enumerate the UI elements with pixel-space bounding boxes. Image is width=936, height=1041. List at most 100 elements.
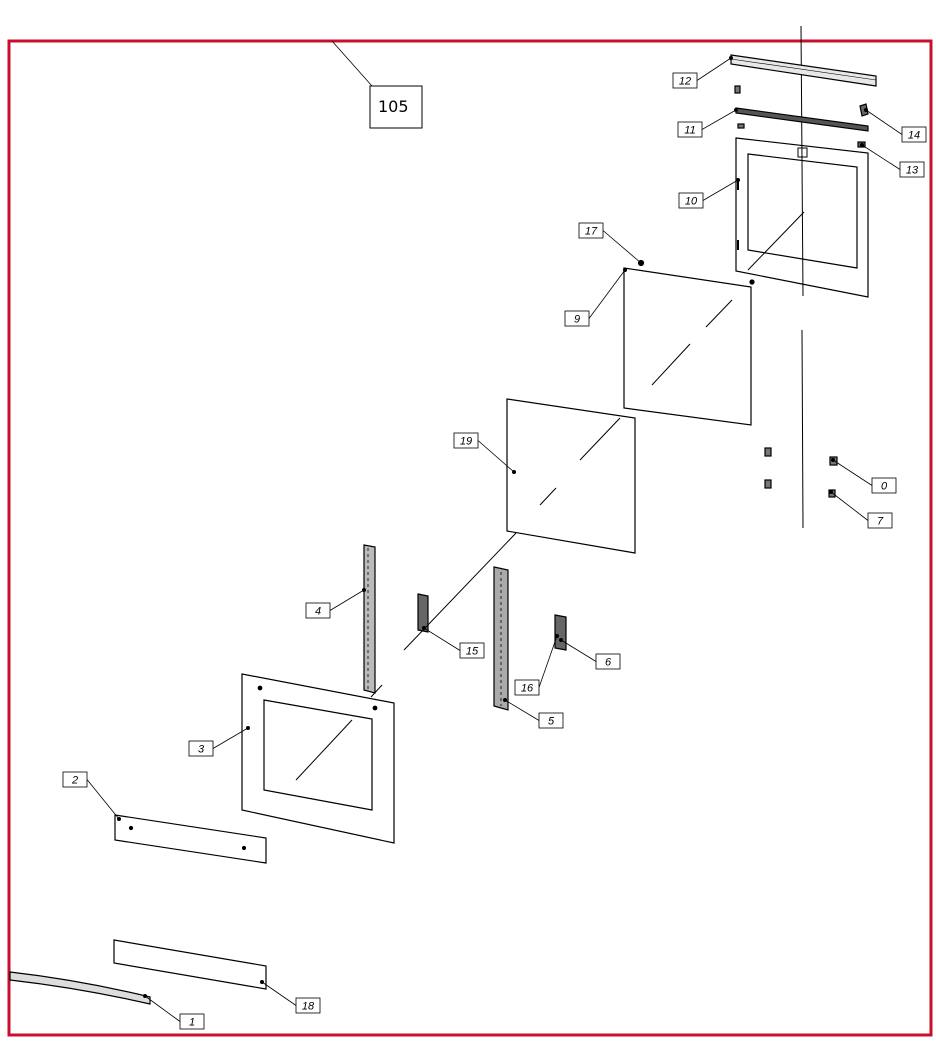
callout-leader	[588, 269, 626, 319]
part-18-bottom-panel	[113, 939, 267, 990]
callout-label: 0	[881, 481, 888, 493]
callout-box	[459, 642, 485, 659]
callout-1: 1	[142, 994, 205, 1030]
callout-arrowhead	[117, 817, 122, 822]
part-10-inner-frame	[735, 137, 869, 298]
part-2-trim-strip	[114, 814, 267, 864]
callout-arrowhead	[829, 489, 834, 494]
centerline-c	[579, 417, 621, 461]
callout-box	[538, 712, 564, 729]
callout-leader	[560, 639, 597, 662]
callout-label: 1	[189, 1017, 195, 1029]
callout-leader	[830, 491, 869, 521]
callout-label: 13	[906, 165, 919, 177]
callout-label: 2	[71, 775, 78, 787]
callout-arrowhead	[502, 698, 507, 703]
centerline-e	[705, 299, 733, 328]
group-code-text: 105	[378, 97, 409, 116]
callout-arrowhead	[512, 469, 517, 474]
callout-arrowhead	[639, 260, 644, 265]
diagram-frame	[7, 39, 933, 1037]
callout-5: 5	[502, 698, 564, 729]
callout-leader	[861, 144, 901, 170]
group-code-callout: 105	[331, 40, 423, 129]
part-12-top-rail	[730, 54, 877, 87]
centerline-a	[403, 532, 517, 651]
callout-leader	[602, 230, 642, 264]
callout-leader	[832, 459, 873, 486]
callout-leader	[504, 699, 540, 721]
assembly-centerline	[370, 684, 383, 698]
callout-box	[871, 477, 897, 494]
callout-box	[188, 740, 214, 757]
part-4-side-rail	[363, 544, 376, 694]
callout-label: 12	[679, 76, 691, 88]
callout-box	[901, 126, 927, 143]
callout-label: 10	[685, 196, 698, 208]
callout-arrowhead	[421, 626, 426, 631]
callout-leader	[538, 635, 558, 688]
callout-16: 16	[514, 634, 560, 696]
part-small-clip-a	[734, 85, 741, 94]
callout-18: 18	[259, 980, 321, 1014]
callout-box	[564, 310, 590, 327]
callout-label: 11	[684, 125, 695, 137]
callout-label: 15	[466, 646, 479, 658]
callout-11: 11	[677, 108, 739, 138]
callout-leader	[423, 627, 461, 651]
callout-arrowhead	[245, 726, 250, 731]
callout-box	[595, 653, 621, 670]
part-1-handle	[9, 971, 151, 1005]
part-3-outer-door	[241, 673, 395, 844]
part-19-glass	[506, 398, 636, 554]
callout-0: 0	[831, 457, 897, 494]
callout-label: 4	[315, 606, 321, 618]
callout-box	[514, 679, 540, 696]
callout-arrowhead	[361, 588, 366, 593]
callout-label: 7	[877, 516, 884, 528]
callout-label: 18	[302, 1001, 315, 1013]
centerline-f	[747, 211, 805, 271]
callout-label: 16	[521, 683, 534, 695]
callout-arrowhead	[623, 267, 628, 272]
callout-arrowhead	[736, 177, 741, 182]
callout-box	[179, 1013, 205, 1030]
callout-box	[867, 512, 893, 529]
callout-label: 17	[585, 226, 598, 238]
callout-arrowhead	[729, 56, 734, 61]
callout-12: 12	[672, 56, 734, 89]
callout-19: 19	[453, 432, 517, 474]
callout-arrowhead	[259, 980, 264, 985]
callout-box	[305, 602, 331, 619]
callout-leader	[86, 779, 120, 820]
callout-arrowhead	[860, 142, 865, 147]
callout-box	[62, 771, 88, 788]
callout-box	[678, 192, 704, 209]
callout-label: 14	[908, 130, 920, 142]
part-5-side-rail	[493, 566, 509, 711]
callout-box	[677, 121, 703, 138]
callout-box	[295, 997, 321, 1014]
centerline-g	[295, 719, 353, 781]
part-small-clip-b	[737, 123, 745, 129]
part-15-hinge	[417, 593, 429, 633]
callout-13: 13	[860, 142, 925, 178]
callout-box	[453, 432, 479, 449]
callout-7: 7	[829, 489, 893, 529]
callout-label: 6	[605, 657, 612, 669]
callout-leader	[865, 109, 903, 135]
callout-arrowhead	[831, 457, 836, 462]
callout-leader	[702, 179, 739, 201]
callout-leader	[144, 995, 181, 1022]
part-hinge-clip-upper	[764, 447, 772, 457]
callout-box	[578, 222, 604, 239]
callout-label: 5	[548, 716, 555, 728]
centerline-d	[651, 343, 691, 386]
part-6-hinge	[554, 614, 567, 651]
callout-label: 9	[574, 314, 580, 326]
callout-arrowhead	[734, 108, 739, 113]
callout-2: 2	[62, 771, 122, 822]
callout-10: 10	[678, 177, 741, 209]
callout-leader	[701, 109, 737, 130]
callout-4: 4	[305, 588, 366, 619]
